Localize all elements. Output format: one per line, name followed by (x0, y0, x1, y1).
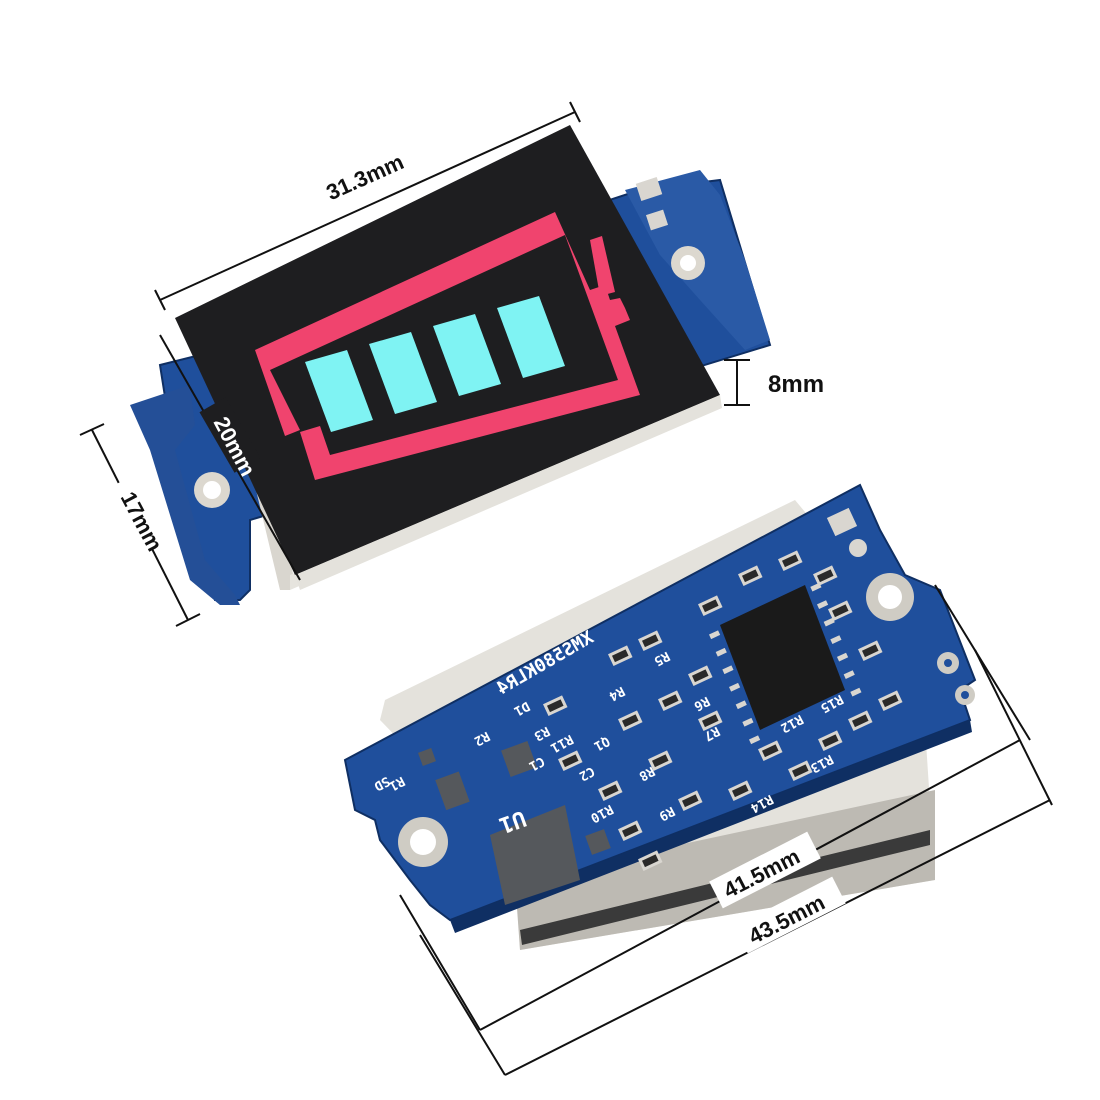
battery-level-icon (255, 212, 640, 480)
smd-resistor (778, 550, 803, 572)
smd-resistor (828, 600, 853, 622)
smd-resistor (558, 750, 583, 772)
silk-ref-label: Q1 (591, 733, 612, 754)
mounting-hole-icon (671, 246, 705, 280)
silk-ref-label: R5 (651, 648, 672, 669)
smd-resistor (638, 850, 663, 872)
chip-pin (709, 630, 721, 640)
smd-resistor (658, 690, 683, 712)
silk-ref-label: D1 (511, 698, 532, 719)
chip-pin (816, 600, 829, 609)
smd-resistor (598, 780, 623, 802)
chip-pins (709, 582, 862, 745)
silk-ref-label: C1 (526, 753, 547, 774)
silk-ref-label: C2 (576, 763, 597, 784)
chip-pin (850, 687, 862, 697)
ic-chip-icon (709, 582, 862, 745)
back-pcb-edge (450, 720, 972, 933)
front-pcb-left-tab (130, 385, 240, 605)
chip-pin (715, 647, 727, 657)
chip-pin (749, 735, 761, 745)
front-module (130, 125, 772, 605)
dim-depth: 8mm (768, 371, 824, 398)
silk-ref-label: R9 (656, 803, 677, 824)
smd-resistor (618, 710, 643, 732)
smd-resistor (543, 695, 568, 717)
smd-resistor (758, 740, 783, 762)
silk-ref-label: SD (371, 773, 392, 794)
battery-bar (305, 350, 373, 432)
smd-resistor (698, 595, 723, 617)
smd-resistor (728, 780, 753, 802)
smd-resistor (678, 790, 703, 812)
solder-pad-icon (435, 771, 470, 811)
smd-resistor (848, 710, 873, 732)
chip-pin (729, 682, 741, 692)
battery-bars (305, 296, 565, 432)
chip-pin (722, 665, 734, 675)
solder-pad-icon (826, 507, 858, 537)
smd-resistor (698, 710, 723, 732)
silk-ref-label: SW2 (903, 551, 931, 575)
silk-ref-label: R6 (691, 693, 712, 714)
mounting-hole-icon (194, 472, 230, 508)
silk-ref-label: R3 (531, 723, 552, 744)
solder-pad-icon (635, 177, 663, 201)
solder-pad-icon (585, 829, 611, 855)
mounting-hole-icon (398, 817, 448, 867)
chip-pin (843, 670, 855, 679)
silk-ref-label: R7 (701, 723, 722, 744)
silk-ref-label: R8 (636, 763, 657, 784)
chip-pin (830, 635, 842, 644)
chip-pin (823, 617, 835, 627)
smd-resistor (818, 730, 843, 752)
smd-resistor (688, 665, 713, 687)
dim-pcb-height: 17mm (116, 488, 168, 556)
u1-pad (490, 805, 580, 905)
silk-ref-label: R2 (471, 728, 492, 749)
smd-resistor (878, 690, 903, 712)
smd-resistor (648, 750, 673, 772)
chip-pin (836, 652, 849, 662)
solder-pad-icon (849, 539, 867, 557)
silk-ref-label: R1 (386, 773, 407, 794)
mounting-hole-icon (866, 573, 914, 621)
smd-resistor (858, 640, 883, 662)
solder-pad-icon (501, 741, 537, 777)
battery-bar (497, 296, 565, 378)
solder-pad-icon (645, 209, 669, 231)
smd-components (543, 550, 903, 872)
smd-resistor (608, 645, 633, 667)
solder-pad-icon (418, 748, 436, 766)
smd-resistor (738, 565, 763, 587)
chip-pin (742, 717, 754, 727)
battery-bar (369, 332, 437, 414)
smd-resistor (618, 820, 643, 842)
chip-pin (735, 700, 747, 710)
smd-resistor (813, 565, 838, 587)
battery-bar (433, 314, 501, 396)
smd-resistor (638, 630, 663, 652)
front-housing-side (180, 305, 295, 590)
silk-ref-label: R4 (606, 683, 627, 704)
smd-resistor (788, 760, 813, 782)
front-housing-rim (295, 395, 722, 590)
